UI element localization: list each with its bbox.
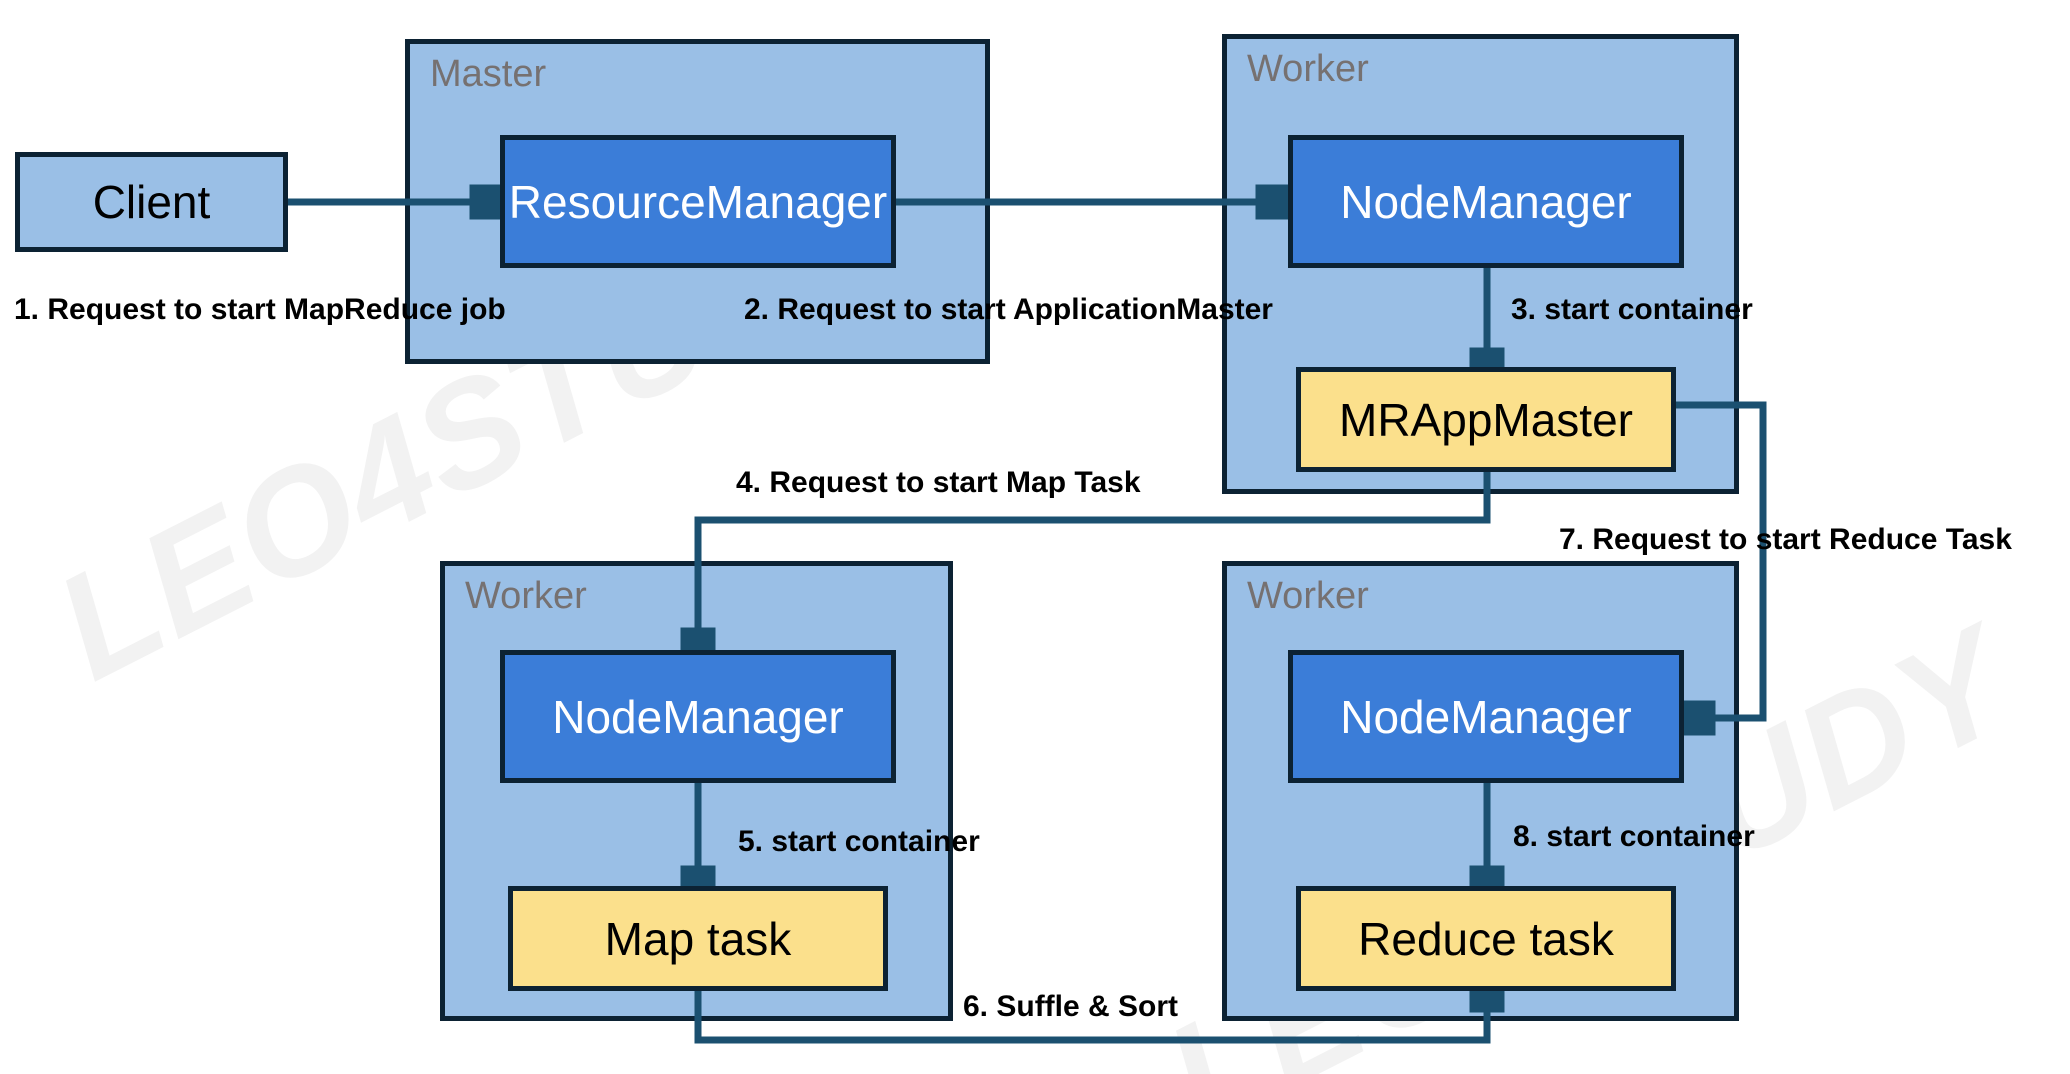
node-map-task-label: Map task: [604, 912, 792, 965]
step-label-5: 5. start container: [738, 825, 980, 858]
node-reduce-task-label: Reduce task: [1358, 912, 1614, 965]
node-client[interactable]: Client: [15, 152, 288, 252]
node-reduce-task[interactable]: Reduce task: [1296, 886, 1676, 991]
step-label-8: 8. start container: [1513, 820, 1755, 853]
host-master-label: Master: [430, 53, 547, 95]
step-label-3: 3. start container: [1511, 293, 1753, 326]
node-nodemanager-top-label: NodeManager: [1340, 175, 1632, 228]
step-label-7: 7. Request to start Reduce Task: [1559, 523, 2012, 556]
node-map-task[interactable]: Map task: [508, 886, 888, 991]
step-label-4: 4. Request to start Map Task: [736, 466, 1141, 499]
node-mrappmaster[interactable]: MRAppMaster: [1296, 367, 1676, 472]
node-nodemanager-map[interactable]: NodeManager: [500, 650, 896, 783]
node-client-label: Client: [92, 176, 211, 228]
node-nodemanager-map-label: NodeManager: [552, 690, 844, 743]
step-label-2: 2. Request to start ApplicationMaster: [744, 293, 1273, 326]
node-nodemanager-reduce[interactable]: NodeManager: [1288, 650, 1684, 783]
step-label-6: 6. Suffle & Sort: [963, 990, 1179, 1023]
node-nodemanager-top[interactable]: NodeManager: [1288, 135, 1684, 268]
node-resourcemanager[interactable]: ResourceManager: [500, 135, 896, 268]
node-mrappmaster-label: MRAppMaster: [1339, 393, 1633, 446]
host-worker-top-right-label: Worker: [1247, 48, 1369, 90]
node-resourcemanager-label: ResourceManager: [508, 175, 888, 228]
step-label-1: 1. Request to start MapReduce job: [14, 293, 506, 326]
node-nodemanager-reduce-label: NodeManager: [1340, 690, 1632, 743]
host-worker-bottom-right-label: Worker: [1247, 575, 1369, 617]
host-worker-bottom-left-label: Worker: [465, 575, 587, 617]
